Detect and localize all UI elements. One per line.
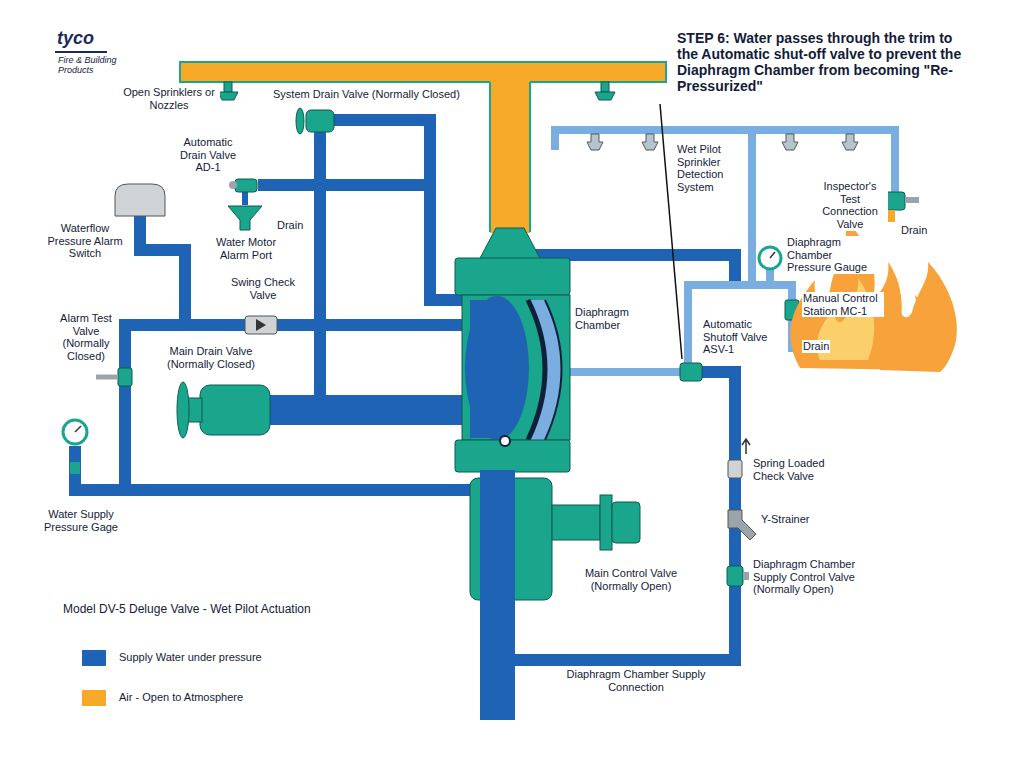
part-label: Manual Control Station MC-1 (802, 292, 884, 317)
part-label: Main Drain Valve (Normally Closed) (150, 345, 272, 370)
logo-subtitle: Fire & Building Products (57, 55, 125, 76)
diagram-title: Model DV-5 Deluge Valve - Wet Pilot Actu… (62, 603, 312, 617)
part-label: Drain (900, 224, 928, 237)
part-label: Main Control Valve (Normally Open) (575, 567, 687, 592)
logo-text: tyco (56, 27, 95, 49)
legend-swatch (82, 690, 106, 706)
part-label: Waterflow Pressure Alarm Switch (46, 222, 124, 260)
part-label: Inspector's Test Connection Valve (812, 180, 888, 231)
part-label: Water Motor Alarm Port (203, 236, 289, 261)
part-label: Wet Pilot Sprinkler Detection System (676, 143, 740, 194)
part-label: Drain (276, 219, 304, 232)
part-label: Open Sprinklers or Nozzles (118, 86, 220, 111)
legend-swatch (82, 650, 106, 666)
part-label: Y-Strainer (760, 513, 811, 526)
part-label: System Drain Valve (Normally Closed) (272, 88, 461, 101)
part-label: Diaphragm Chamber (574, 306, 640, 331)
part-label: Automatic Shutoff Valve ASV-1 (702, 318, 784, 356)
legend-text: Air - Open to Atmosphere (118, 691, 244, 704)
part-label: Diaphragm Chamber Supply Control Valve (… (752, 558, 878, 596)
part-label: Swing Check Valve (226, 276, 300, 301)
part-label: Diaphragm Chamber Pressure Gauge (786, 236, 878, 274)
part-label: Diaphragm Chamber Supply Connection (565, 668, 707, 693)
part-label: Alarm Test Valve (Normally Closed) (54, 312, 118, 363)
part-label: Automatic Drain Valve AD-1 (170, 136, 246, 174)
part-label: Water Supply Pressure Gage (30, 508, 132, 533)
part-label: Spring Loaded Check Valve (752, 457, 846, 482)
step-note: STEP 6: Water passes through the trim to… (676, 30, 978, 94)
part-label: Drain (802, 340, 830, 353)
legend-text: Supply Water under pressure (118, 651, 263, 664)
